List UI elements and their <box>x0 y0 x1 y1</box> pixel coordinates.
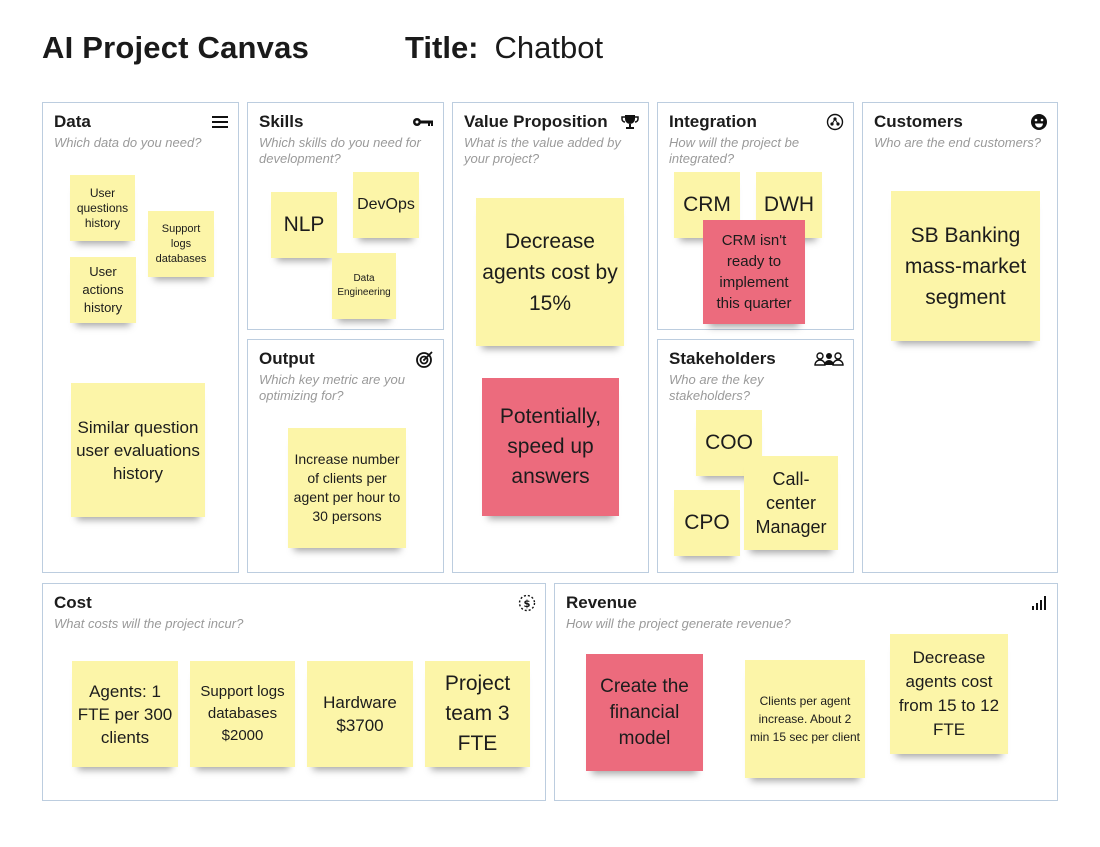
canvas-header: AI Project Canvas Title: Chatbot <box>42 30 603 76</box>
section-title: Skills <box>259 112 304 131</box>
section-question: Who are the key stakeholders? <box>669 372 764 403</box>
project-title[interactable]: Chatbot <box>494 30 604 65</box>
sticky-note[interactable]: Clients per agent increase. About 2 min … <box>745 660 865 778</box>
puzzle-icon <box>826 113 844 131</box>
canvas-title: AI Project Canvas <box>42 30 310 65</box>
section-title: Cost <box>54 593 92 612</box>
sticky-note[interactable]: CPO <box>674 490 740 556</box>
sticky-note[interactable]: Agents: 1 FTE per 300 clients <box>72 661 178 767</box>
section-question: Which skills do you need for development… <box>259 135 421 166</box>
sticky-note[interactable]: Similar question user evaluations histor… <box>71 383 205 517</box>
people-icon <box>814 352 844 366</box>
section-question: Which data do you need? <box>54 135 202 150</box>
section-question: How will the project be integrated? <box>669 135 800 166</box>
sticky-note[interactable]: Potentially, speed up answers <box>482 378 619 516</box>
chart-icon <box>1032 596 1046 610</box>
smile-icon <box>1031 114 1047 130</box>
title-label: Title: <box>405 30 479 65</box>
section-title: Stakeholders <box>669 349 776 368</box>
key-icon <box>413 118 433 126</box>
sticky-note[interactable]: Support logs databases $2000 <box>190 661 295 767</box>
section-title: Integration <box>669 112 757 131</box>
section-question: How will the project generate revenue? <box>566 616 791 631</box>
section-question: Which key metric are you optimizing for? <box>259 372 405 403</box>
sticky-note[interactable]: Decrease agents cost from 15 to 12 FTE <box>890 634 1008 754</box>
sticky-note[interactable]: Decrease agents cost by 15% <box>476 198 624 346</box>
section-question: What costs will the project incur? <box>54 616 244 631</box>
sticky-note[interactable]: Increase number of clients per agent per… <box>288 428 406 548</box>
section-title: Data <box>54 112 91 131</box>
section-title: Revenue <box>566 593 637 612</box>
section-question: What is the value added by your project? <box>464 135 621 166</box>
section-title: Customers <box>874 112 963 131</box>
sticky-note[interactable]: Hardware $3700 <box>307 661 413 767</box>
section-question: Who are the end customers? <box>874 135 1041 150</box>
menu-icon <box>212 116 228 128</box>
sticky-note[interactable]: Project team 3 FTE <box>425 661 530 767</box>
section-title: Output <box>259 349 315 368</box>
sticky-note[interactable]: User actions history <box>70 257 136 323</box>
sticky-note[interactable]: Support logs databases <box>148 211 214 277</box>
sticky-note[interactable]: Call-center Manager <box>744 456 838 550</box>
sticky-note[interactable]: DevOps <box>353 172 419 238</box>
sticky-note[interactable]: CRM isn't ready to implement this quarte… <box>703 220 805 324</box>
trophy-icon <box>621 115 639 129</box>
sticky-note[interactable]: NLP <box>271 192 337 258</box>
sticky-note[interactable]: Data Engineering <box>332 253 396 319</box>
sticky-note[interactable]: SB Banking mass-market segment <box>891 191 1040 341</box>
sticky-note[interactable]: User questions history <box>70 175 135 241</box>
sticky-note[interactable]: Create the financial model <box>586 654 703 771</box>
svg-text:$: $ <box>524 599 531 610</box>
section-title: Value Proposition <box>464 112 608 131</box>
dollar-icon: $ <box>518 594 536 612</box>
target-icon <box>416 351 433 368</box>
